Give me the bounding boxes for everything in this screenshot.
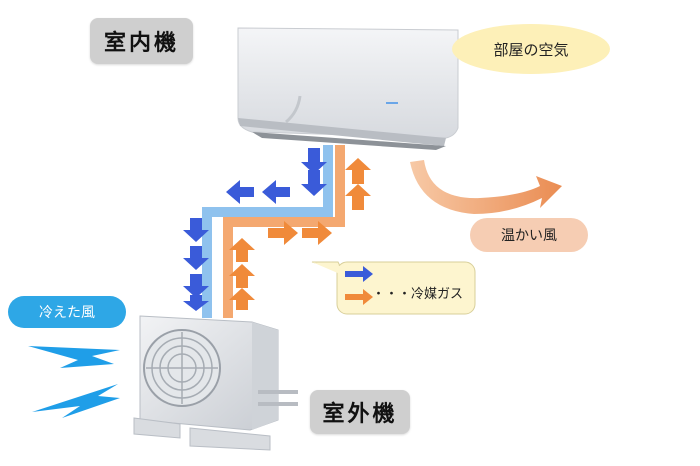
cold-refrigerant-arrows bbox=[183, 148, 327, 311]
warm-air-flow-arrow bbox=[410, 160, 562, 214]
indoor-unit-label: 室内機 bbox=[90, 18, 193, 64]
legend-cold-arrow bbox=[345, 266, 373, 282]
refrigerant-legend-label: ・・・冷媒ガス bbox=[372, 287, 464, 302]
warm-refrigerant-arrows bbox=[229, 158, 371, 310]
outdoor-unit-label: 室外機 bbox=[310, 390, 410, 434]
indoor-unit bbox=[237, 27, 459, 150]
cold-air-wind-icon bbox=[28, 346, 120, 418]
outdoor-unit bbox=[133, 315, 298, 451]
cold-air-label: 冷えた風 bbox=[8, 296, 126, 328]
legend-warm-arrow bbox=[345, 289, 373, 305]
legend-bubble bbox=[311, 261, 476, 315]
warm-air-label: 温かい風 bbox=[470, 218, 588, 252]
room-air-label: 部屋の空気 bbox=[452, 24, 610, 74]
